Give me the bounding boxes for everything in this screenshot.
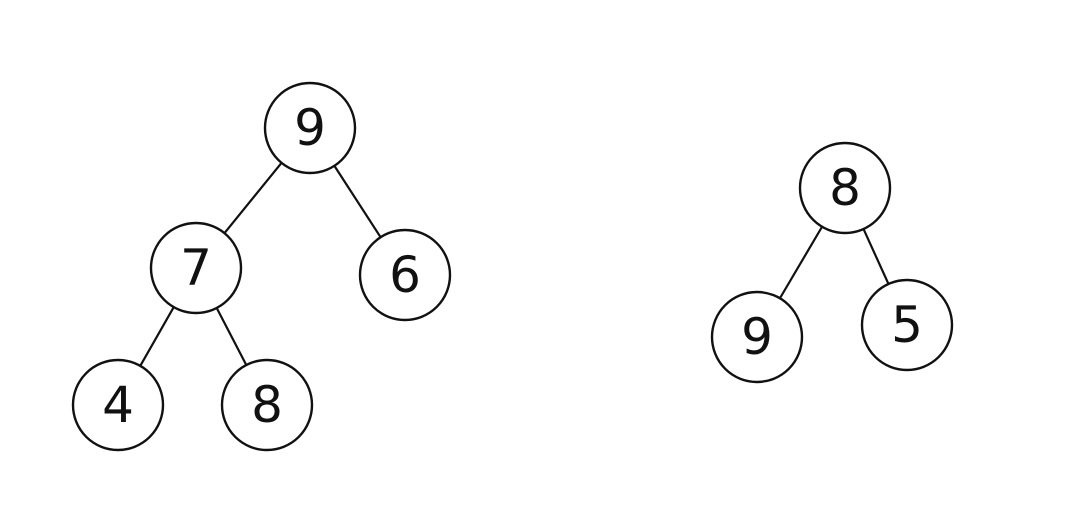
tree-node: 5	[860, 278, 954, 372]
edges-layer	[138, 160, 891, 369]
node-circle	[71, 358, 165, 452]
tree-edge	[332, 163, 383, 240]
node-label: 7	[180, 239, 212, 297]
nodes-layer: 9 7 6 4 8 8 9 5	[71, 81, 954, 452]
tree-node: 4	[71, 358, 165, 452]
tree-node: 8	[220, 358, 314, 452]
tree-edge	[777, 223, 825, 302]
tree-node: 6	[358, 228, 452, 322]
node-label: 4	[102, 376, 134, 434]
tree-edge	[214, 305, 249, 368]
tree-edge	[138, 304, 176, 369]
tree-node: 7	[149, 221, 243, 315]
node-label: 8	[829, 159, 861, 217]
node-circle	[220, 358, 314, 452]
node-label: 5	[891, 296, 923, 354]
node-circle	[798, 141, 892, 235]
node-circle	[149, 221, 243, 315]
tree-node: 8	[798, 141, 892, 235]
node-circle	[710, 290, 804, 384]
node-label: 9	[741, 308, 773, 366]
node-circle	[263, 81, 357, 175]
tree-node: 9	[263, 81, 357, 175]
tree-node: 9	[710, 290, 804, 384]
tree-edge	[861, 226, 891, 287]
node-circle	[358, 228, 452, 322]
node-circle	[860, 278, 954, 372]
tree-edge	[222, 160, 284, 236]
node-label: 9	[294, 99, 326, 157]
node-label: 8	[251, 376, 283, 434]
node-label: 6	[389, 246, 421, 304]
